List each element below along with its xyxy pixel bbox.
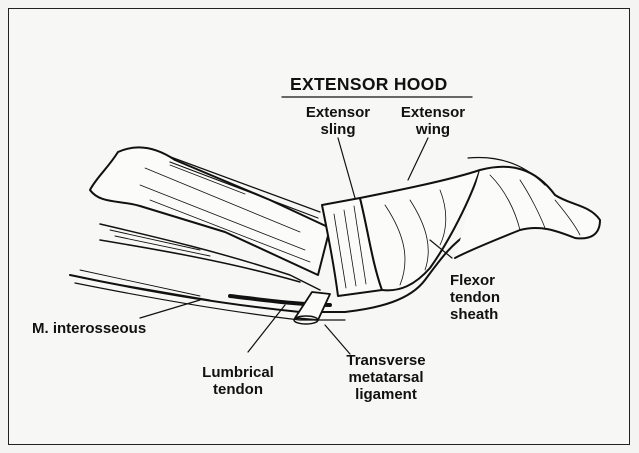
label-lumbrical-tendon: Lumbrical tendon [188,364,288,398]
label-m-interosseous: M. interosseous [32,320,146,337]
diagram-title: EXTENSOR HOOD [290,76,448,93]
label-extensor-wing: Extensor wing [393,104,473,138]
label-extensor-sling: Extensor sling [298,104,378,138]
label-flexor-tendon-sheath: Flexor tendon sheath [450,272,522,323]
label-transverse-metatarsal-ligament: Transverse metatarsal ligament [336,352,436,403]
